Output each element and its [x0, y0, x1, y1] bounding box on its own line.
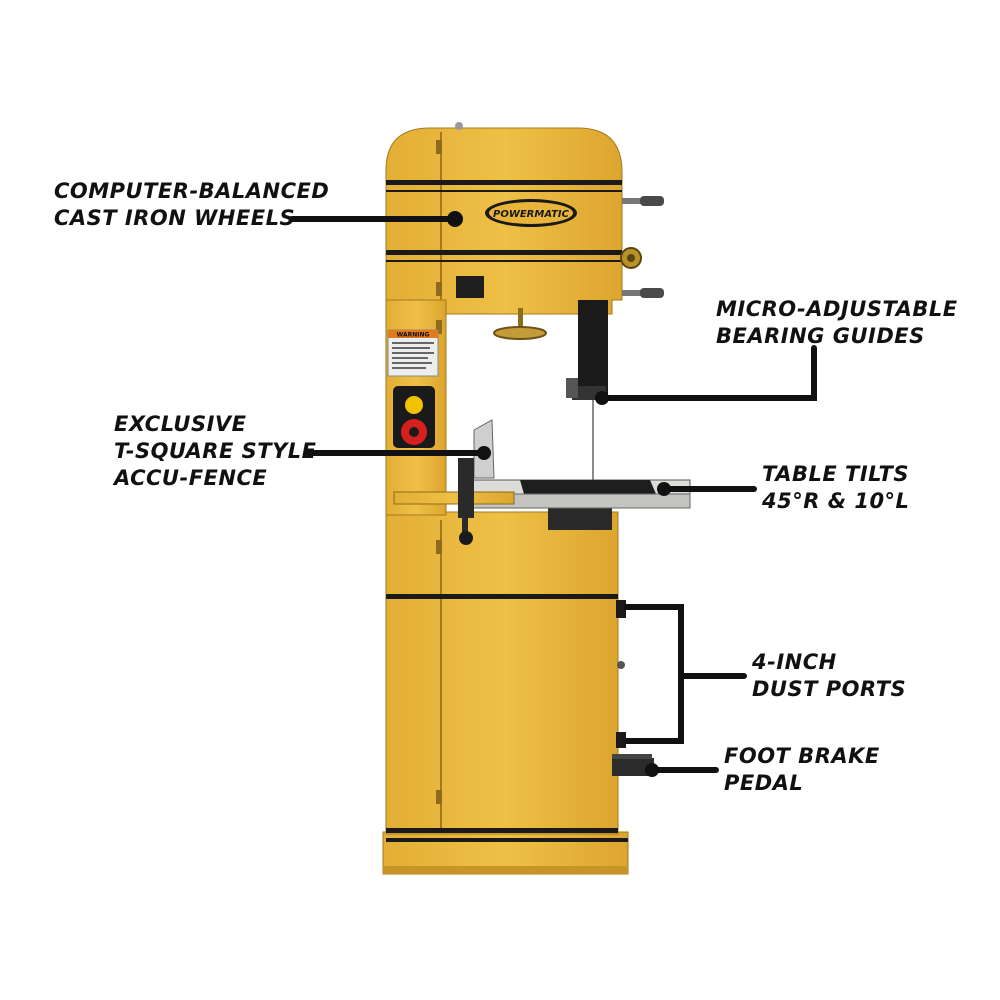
tension-handles [455, 122, 664, 298]
power-switch[interactable] [393, 386, 435, 448]
callout-fence-line3: ACCU-FENCE [114, 466, 268, 490]
callout-dust-line1: 4-INCH [752, 650, 837, 674]
callout-guides: MICRO-ADJUSTABLE BEARING GUIDES [716, 296, 958, 350]
callout-brake: FOOT BRAKE PEDAL [724, 743, 880, 797]
callout-brake-line2: PEDAL [724, 771, 804, 795]
callout-table: TABLE TILTS 45°R & 10°L [762, 461, 909, 515]
leader-lines [289, 216, 817, 773]
start-button[interactable] [405, 396, 423, 414]
callout-fence-line2: T-SQUARE STYLE [114, 439, 317, 463]
callout-table-line1: TABLE TILTS [762, 462, 909, 486]
leader-endpoints [447, 211, 671, 777]
callout-guides-line2: BEARING GUIDES [716, 324, 925, 348]
callout-brake-line1: FOOT BRAKE [724, 744, 880, 768]
callout-guides-line1: MICRO-ADJUSTABLE [716, 297, 958, 321]
work-table [469, 479, 691, 530]
logo-text: POWERMATIC [493, 209, 570, 220]
callout-fence-line1: EXCLUSIVE [114, 412, 247, 436]
callout-wheels-line1: COMPUTER-BALANCED [54, 179, 330, 203]
leader-dust [623, 604, 684, 744]
callout-dust-line2: DUST PORTS [752, 677, 907, 701]
bearing-guide-post [566, 300, 608, 400]
safety-label: WARNING [387, 329, 439, 377]
callout-dust: 4-INCH DUST PORTS [752, 649, 906, 703]
callout-table-line2: 45°R & 10°L [762, 489, 910, 513]
safety-label-text: WARNING [397, 332, 430, 339]
dust-ports [616, 600, 626, 748]
upper-handwheel [493, 308, 547, 340]
foot-brake-pedal [612, 754, 654, 776]
powermatic-logo: POWERMATIC [485, 199, 577, 227]
callout-fence: EXCLUSIVE T-SQUARE STYLE ACCU-FENCE [114, 411, 317, 492]
callout-wheels: COMPUTER-BALANCED CAST IRON WHEELS [54, 178, 329, 232]
accu-fence[interactable] [393, 419, 515, 545]
lower-cabinet [385, 511, 628, 842]
leader-guides [601, 345, 817, 401]
callout-wheels-line2: CAST IRON WHEELS [54, 206, 296, 230]
